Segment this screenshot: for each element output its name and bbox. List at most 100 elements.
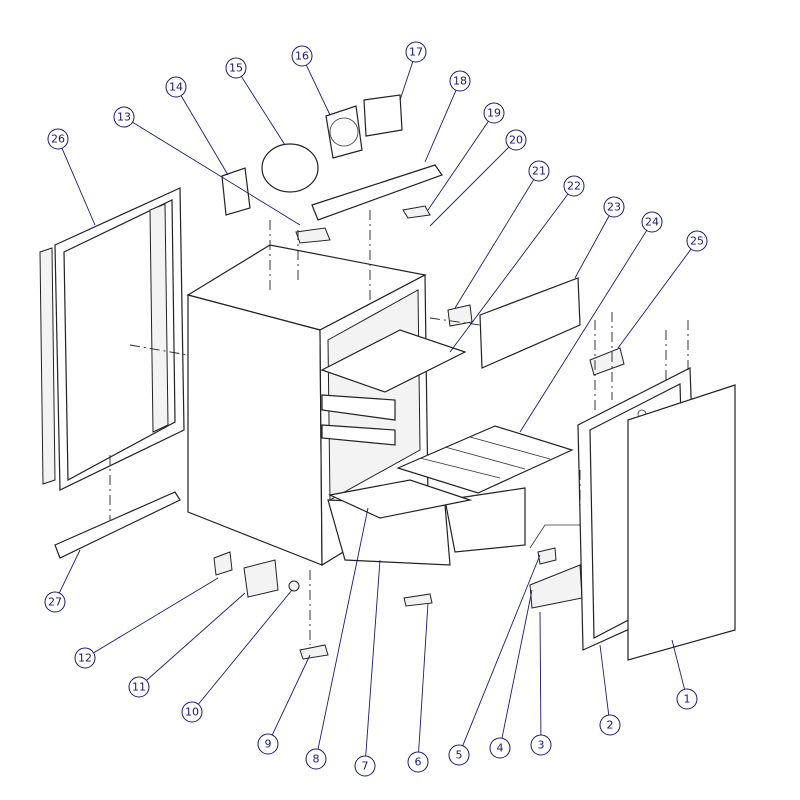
callout-number: 4 bbox=[497, 742, 504, 755]
leader-line bbox=[427, 121, 489, 211]
callout-bubble bbox=[505, 129, 527, 151]
callout-number: 12 bbox=[78, 652, 92, 665]
callout-number: 8 bbox=[313, 753, 320, 766]
part-hinge-top bbox=[402, 205, 431, 219]
leader-line bbox=[365, 559, 381, 757]
callout-bubble bbox=[489, 737, 511, 759]
leader-line bbox=[599, 644, 610, 716]
callout-24: 24 bbox=[519, 211, 663, 433]
part-bottom-bracket bbox=[54, 491, 181, 559]
callout-1: 1 bbox=[671, 639, 698, 710]
part-fan bbox=[325, 105, 363, 159]
callout-number: 10 bbox=[185, 706, 199, 719]
callout-15: 15 bbox=[225, 57, 286, 146]
callout-number: 26 bbox=[51, 133, 65, 146]
callout-25: 25 bbox=[617, 230, 708, 349]
callout-number: 9 bbox=[265, 738, 272, 751]
callout-11: 11 bbox=[128, 592, 246, 698]
callout-bubble bbox=[603, 196, 625, 218]
part-thermostat bbox=[243, 559, 279, 598]
part-hinge-pin bbox=[403, 593, 433, 607]
callout-bubble bbox=[291, 45, 313, 67]
callout-number: 20 bbox=[509, 134, 523, 147]
leader-line bbox=[617, 248, 692, 349]
part-hinge-bottom bbox=[299, 644, 329, 660]
leader-line bbox=[519, 230, 648, 433]
part-drawer-cover bbox=[328, 479, 473, 519]
leader-line bbox=[671, 639, 685, 690]
callout-4: 4 bbox=[489, 589, 533, 759]
callout-number: 21 bbox=[532, 165, 546, 178]
callout-number: 27 bbox=[48, 596, 62, 609]
leader-line bbox=[305, 64, 331, 116]
callout-bubble bbox=[449, 70, 471, 92]
callout-bubble bbox=[407, 751, 429, 773]
callout-bubble bbox=[676, 688, 698, 710]
leader-line bbox=[180, 95, 229, 176]
callout-bubble bbox=[257, 733, 279, 755]
callout-bubble bbox=[528, 160, 550, 182]
part-control-box bbox=[221, 167, 251, 216]
callout-number: 13 bbox=[117, 111, 131, 124]
leader-line bbox=[574, 215, 610, 279]
leader-line bbox=[454, 179, 535, 309]
callout-3: 3 bbox=[530, 611, 552, 756]
leader-line bbox=[146, 592, 246, 681]
callout-bubble bbox=[354, 755, 376, 777]
leader-line bbox=[501, 589, 533, 739]
callout-bubble bbox=[113, 106, 135, 128]
callout-number: 23 bbox=[607, 201, 621, 214]
leader-line bbox=[132, 121, 301, 226]
part-top-bracket bbox=[311, 164, 443, 221]
part-wire-shelf bbox=[396, 425, 574, 494]
callout-2: 2 bbox=[599, 644, 621, 736]
leader-line bbox=[271, 654, 311, 736]
part-door-handle bbox=[589, 347, 625, 376]
callout-bubble bbox=[530, 734, 552, 756]
callout-bubble bbox=[405, 41, 427, 63]
callout-number: 18 bbox=[453, 75, 467, 88]
leader-line bbox=[424, 90, 457, 163]
part-relay bbox=[213, 551, 233, 576]
part-compressor bbox=[261, 143, 319, 193]
leader-line bbox=[462, 554, 541, 746]
callout-bubble bbox=[448, 744, 470, 766]
callout-16: 16 bbox=[291, 45, 331, 116]
callout-bubble bbox=[225, 57, 247, 79]
callout-number: 25 bbox=[690, 235, 704, 248]
callout-number: 19 bbox=[487, 107, 501, 120]
leader-line bbox=[429, 146, 510, 227]
callout-13: 13 bbox=[113, 106, 301, 226]
leader-line bbox=[539, 611, 542, 736]
callout-12: 12 bbox=[74, 577, 219, 669]
callout-number: 7 bbox=[362, 760, 369, 773]
part-door-panel bbox=[627, 384, 736, 661]
callout-9: 9 bbox=[257, 654, 311, 755]
leader-line bbox=[317, 507, 369, 750]
leader-line bbox=[61, 148, 96, 226]
callout-18: 18 bbox=[424, 70, 471, 163]
callout-6: 6 bbox=[407, 602, 429, 773]
callout-26: 26 bbox=[47, 128, 96, 226]
callout-number: 6 bbox=[415, 756, 422, 769]
leader-line bbox=[197, 589, 293, 705]
callout-bubble bbox=[74, 647, 96, 669]
callout-17: 17 bbox=[399, 41, 427, 101]
callout-number: 15 bbox=[229, 62, 243, 75]
callout-number: 3 bbox=[538, 739, 545, 752]
callout-bubble bbox=[47, 128, 69, 150]
leader-line bbox=[418, 602, 429, 753]
leader-line bbox=[399, 61, 414, 101]
callout-number: 5 bbox=[456, 749, 463, 762]
callout-number: 22 bbox=[567, 180, 581, 193]
callout-21: 21 bbox=[454, 160, 550, 309]
callout-bubble bbox=[165, 76, 187, 98]
callout-number: 1 bbox=[684, 693, 691, 706]
callout-number: 2 bbox=[607, 719, 614, 732]
callout-number: 17 bbox=[409, 46, 423, 59]
callout-14: 14 bbox=[165, 76, 229, 176]
callout-bubble bbox=[128, 676, 150, 698]
leader-line bbox=[240, 76, 286, 146]
